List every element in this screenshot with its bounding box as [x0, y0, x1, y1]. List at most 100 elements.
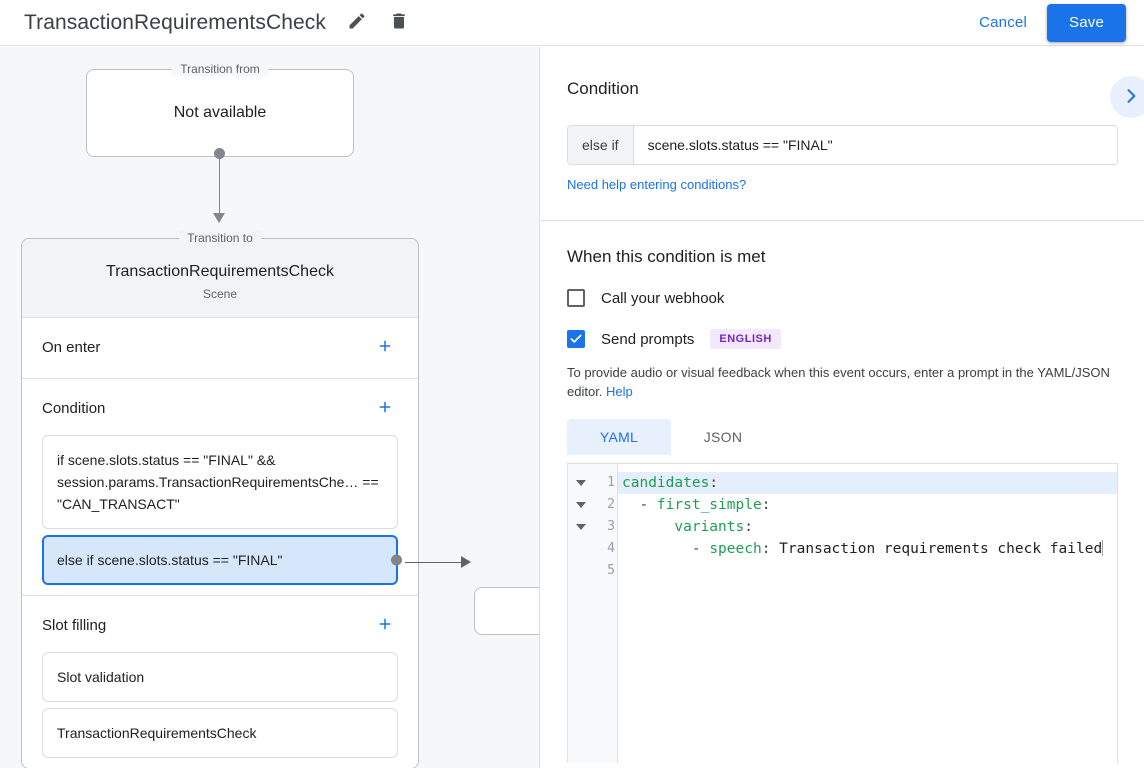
- transition-from-value: Not available: [87, 70, 353, 156]
- line-number: 2: [594, 494, 617, 516]
- editor-line-numbers: 1 2 3 4 5: [594, 464, 618, 763]
- add-condition-button[interactable]: [372, 395, 398, 421]
- connector-horizontal-line: [405, 562, 462, 564]
- condition-item-else-if-label: else if scene.slots.status == "FINAL": [57, 552, 282, 568]
- code-key: first_simple: [657, 497, 762, 513]
- code-indent: -: [622, 541, 709, 557]
- webhook-row[interactable]: Call your webhook: [567, 289, 1118, 307]
- code-indent: -: [622, 497, 657, 513]
- panel-condition-heading: Condition: [567, 79, 1118, 99]
- transition-from-legend: Transition from: [172, 62, 268, 76]
- code-key: variants: [674, 519, 744, 535]
- code-value: Transaction requirements check failed: [770, 541, 1102, 557]
- connector-out-dot: [391, 555, 402, 566]
- panel-when-met-section: When this condition is met Call your web…: [541, 221, 1144, 763]
- chevron-down-icon[interactable]: [576, 524, 586, 530]
- section-on-enter-header: On enter: [22, 318, 418, 368]
- section-slot-filling-header: Slot filling: [22, 596, 418, 646]
- transition-from-node[interactable]: Transition from Not available: [86, 69, 354, 157]
- prompts-help-link[interactable]: Help: [606, 384, 633, 399]
- code-colon: :: [762, 497, 771, 513]
- plus-icon: [376, 337, 394, 358]
- fold-toggle-5: [568, 560, 594, 582]
- transition-target-node[interactable]: [474, 587, 540, 635]
- scene-type-label: Scene: [34, 287, 406, 301]
- editor-code-area[interactable]: candidates: - first_simple: variants: - …: [618, 464, 1117, 763]
- slot-filling-item-check[interactable]: TransactionRequirementsCheck: [42, 708, 398, 758]
- section-condition: Condition if scene.slots.status == "FINA…: [22, 379, 418, 596]
- code-indent: [622, 519, 674, 535]
- editor-fold-gutter[interactable]: [568, 464, 594, 763]
- call-webhook-label: Call your webhook: [601, 290, 724, 307]
- send-prompts-row[interactable]: Send prompts ENGLISH: [567, 329, 1118, 349]
- condition-help-link[interactable]: Need help entering conditions?: [567, 177, 746, 192]
- scene-card-header[interactable]: Transition to TransactionRequirementsChe…: [22, 239, 418, 318]
- line-number: 5: [594, 560, 617, 582]
- prompts-hint: To provide audio or visual feedback when…: [567, 363, 1118, 401]
- editor-format-tabs: YAML JSON: [567, 419, 1118, 455]
- section-slot-filling-title: Slot filling: [42, 617, 106, 634]
- tab-yaml[interactable]: YAML: [567, 419, 671, 455]
- scene-card: Transition to TransactionRequirementsChe…: [21, 238, 419, 768]
- section-condition-title: Condition: [42, 400, 105, 417]
- panel-when-met-heading: When this condition is met: [567, 247, 1118, 267]
- top-app-bar: TransactionRequirementsCheck Cancel Save: [0, 0, 1144, 46]
- section-on-enter: On enter: [22, 318, 418, 379]
- connector-right-arrow: [461, 556, 471, 568]
- panel-condition-section: Condition else if Need help entering con…: [541, 47, 1144, 221]
- condition-item-if[interactable]: if scene.slots.status == "FINAL" && sess…: [42, 435, 398, 529]
- trash-icon: [389, 11, 409, 34]
- language-badge: ENGLISH: [710, 329, 780, 349]
- condition-input[interactable]: [634, 126, 1117, 164]
- send-prompts-label: Send prompts: [601, 331, 694, 348]
- expand-panel-button[interactable]: [1110, 76, 1144, 118]
- code-line[interactable]: - first_simple:: [618, 494, 1117, 516]
- fold-toggle-2[interactable]: [568, 494, 594, 516]
- chevron-down-icon[interactable]: [576, 502, 586, 508]
- add-on-enter-button[interactable]: [372, 334, 398, 360]
- condition-field[interactable]: else if: [567, 125, 1118, 165]
- line-number: 4: [594, 538, 617, 560]
- slot-filling-item-validation[interactable]: Slot validation: [42, 652, 398, 702]
- delete-button[interactable]: [383, 7, 415, 39]
- call-webhook-checkbox[interactable]: [567, 289, 585, 307]
- page-title: TransactionRequirementsCheck: [24, 11, 326, 35]
- code-line[interactable]: candidates:: [618, 472, 1117, 494]
- section-condition-header: Condition: [22, 379, 418, 429]
- code-line[interactable]: [618, 560, 1117, 582]
- plus-icon: [376, 398, 394, 419]
- fold-toggle-1[interactable]: [568, 472, 594, 494]
- connector-vertical-line: [219, 153, 221, 215]
- code-line[interactable]: - speech: Transaction requirements check…: [618, 538, 1117, 560]
- line-number: 1: [594, 472, 617, 494]
- code-colon: :: [709, 475, 718, 491]
- chevron-right-icon: [1121, 86, 1141, 109]
- section-on-enter-title: On enter: [42, 339, 100, 356]
- fold-toggle-3[interactable]: [568, 516, 594, 538]
- tab-json[interactable]: JSON: [671, 419, 775, 455]
- code-colon: :: [744, 519, 753, 535]
- scene-name: TransactionRequirementsCheck: [34, 261, 406, 283]
- section-slot-filling: Slot filling Slot validation Transaction…: [22, 596, 418, 768]
- fold-toggle-4: [568, 538, 594, 560]
- add-slot-filling-button[interactable]: [372, 612, 398, 638]
- code-key: speech: [709, 541, 761, 557]
- save-button[interactable]: Save: [1047, 4, 1126, 42]
- condition-item-else-if[interactable]: else if scene.slots.status == "FINAL": [42, 535, 398, 585]
- send-prompts-checkbox[interactable]: [567, 330, 585, 348]
- edit-name-button[interactable]: [341, 7, 373, 39]
- condition-prefix-label: else if: [568, 126, 634, 164]
- text-caret: [1102, 540, 1103, 556]
- cancel-button[interactable]: Cancel: [967, 6, 1039, 39]
- pencil-icon: [347, 11, 367, 34]
- details-panel: Condition else if Need help entering con…: [541, 47, 1144, 768]
- connector-down-arrow: [213, 213, 225, 223]
- code-key: candidates: [622, 475, 709, 491]
- plus-icon: [376, 615, 394, 636]
- yaml-editor[interactable]: 1 2 3 4 5 candidates: - first_simple: va…: [567, 463, 1118, 763]
- prompts-hint-text: To provide audio or visual feedback when…: [567, 365, 1110, 399]
- flow-canvas[interactable]: Transition from Not available Transition…: [0, 47, 540, 768]
- line-number: 3: [594, 516, 617, 538]
- chevron-down-icon[interactable]: [576, 480, 586, 486]
- code-line[interactable]: variants:: [618, 516, 1117, 538]
